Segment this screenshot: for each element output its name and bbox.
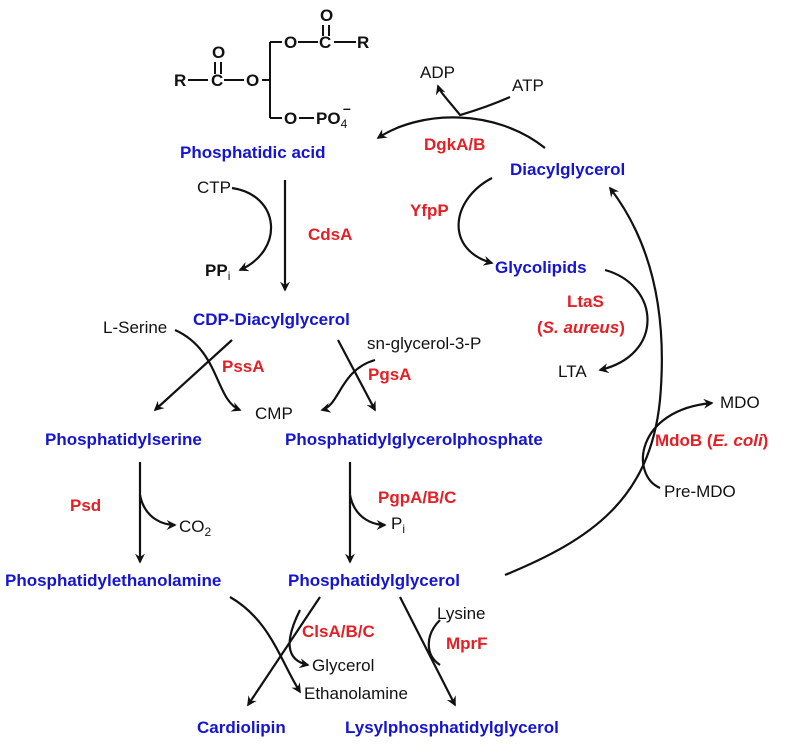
carbonyl-carbon-upper: C <box>319 33 331 52</box>
arrow-pg-cardiolipin <box>247 596 321 707</box>
enzyme-mprf: MprF <box>446 634 488 653</box>
phosphatidic-acid-structure: O C O R O C O R O PO4 – <box>174 6 369 131</box>
ester-oxygen-upper: O <box>284 33 297 52</box>
arrow-glycerol3p-cmp <box>320 358 376 413</box>
compound-cdp-diacylglycerol: CDP-Diacylglycerol <box>193 310 350 329</box>
arrow-mprf <box>399 596 456 707</box>
carbonyl-carbon-left: C <box>211 71 223 90</box>
arrow-pssa <box>153 339 233 412</box>
enzyme-ltas: LtaS <box>567 292 604 311</box>
compound-phosphatidylserine: Phosphatidylserine <box>45 430 202 449</box>
compound-phosphatidylglycerolphosphate: Phosphatidylglycerolphosphate <box>285 430 543 449</box>
arrow-ctp-ppi <box>231 186 273 272</box>
enzyme-dgka: DgkA/B <box>424 135 485 154</box>
compound-glycolipids: Glycolipids <box>495 258 587 277</box>
arrow-pgsa <box>337 339 376 412</box>
enzyme-ltas-organism: (S. aureus) <box>537 318 625 337</box>
r-group-left: R <box>174 71 186 90</box>
arrow-lysine <box>427 619 441 666</box>
arrow-pe-ethanolamine <box>229 596 301 694</box>
cofactor-ethanolamine: Ethanolamine <box>304 684 408 703</box>
arrow-mdob <box>641 398 714 490</box>
ester-oxygen-left: O <box>246 71 259 90</box>
phosphate-charge: – <box>343 100 351 116</box>
cofactor-atp: ATP <box>512 76 544 95</box>
compound-lysylphosphatidylglycerol: Lysylphosphatidylglycerol <box>345 718 559 737</box>
cofactor-adp: ADP <box>420 63 455 82</box>
arrow-co2 <box>138 494 177 530</box>
enzymes: DgkA/B YfpP CdsA LtaS (S. aureus) PssA P… <box>70 135 768 653</box>
enzyme-pssa: PssA <box>222 357 265 376</box>
cofactor-pre-mdo: Pre-MDO <box>664 482 736 501</box>
compound-diacylglycerol: Diacylglycerol <box>510 160 625 179</box>
compound-phosphatidylethanolamine: Phosphatidylethanolamine <box>5 571 221 590</box>
compound-phosphatidylglycerol: Phosphatidylglycerol <box>288 571 460 590</box>
cofactor-lysine: Lysine <box>437 604 486 623</box>
enzyme-clsa: ClsA/B/C <box>302 622 375 641</box>
enzyme-pgsa: PgsA <box>368 365 411 384</box>
arrow-ltas <box>598 268 649 373</box>
cofactor-pi: Pi <box>391 514 405 536</box>
cofactor-glycerol: Glycerol <box>312 656 374 675</box>
cofactors: ADP ATP CTP PPi L-Serine sn-glycerol-3-P… <box>103 63 760 703</box>
cofactor-lta: LTA <box>558 362 587 381</box>
arrow-yfpp <box>457 177 494 266</box>
compound-cardiolipin: Cardiolipin <box>197 718 286 737</box>
reaction-arrows <box>135 84 714 707</box>
cofactor-mdo: MDO <box>720 393 760 412</box>
cofactor-co2: CO2 <box>179 517 212 539</box>
enzyme-mdob: MdoB (E. coli) <box>655 431 768 450</box>
phosphate-oxygen: O <box>284 109 297 128</box>
r-group-upper: R <box>357 33 369 52</box>
arrow-dgka <box>376 116 546 149</box>
arrow-glycerol <box>288 609 310 669</box>
arrow-atp-adp <box>435 84 511 117</box>
cofactor-ppi: PPi <box>205 261 230 283</box>
enzyme-pgpa: PgpA/B/C <box>378 488 456 507</box>
arrow-pg-to-dag <box>504 186 663 577</box>
compounds: Phosphatidic acid Diacylglycerol Glycoli… <box>5 143 625 737</box>
arrow-serine-cmp <box>174 328 242 412</box>
enzyme-psd: Psd <box>70 496 101 515</box>
enzyme-cdsa: CdsA <box>308 225 352 244</box>
phosphate-group: PO4 <box>316 109 348 131</box>
cofactor-cmp: CMP <box>255 404 293 423</box>
carbonyl-oxygen-left: O <box>212 43 225 62</box>
cofactor-ctp: CTP <box>197 178 231 197</box>
cofactor-l-serine: L-Serine <box>103 318 167 337</box>
arrow-pi <box>348 494 387 530</box>
enzyme-yfpp: YfpP <box>410 201 449 220</box>
cofactor-sn-glycerol-3-p: sn-glycerol-3-P <box>367 334 481 353</box>
carbonyl-oxygen-upper: O <box>320 6 333 25</box>
compound-phosphatidic-acid: Phosphatidic acid <box>180 143 325 162</box>
